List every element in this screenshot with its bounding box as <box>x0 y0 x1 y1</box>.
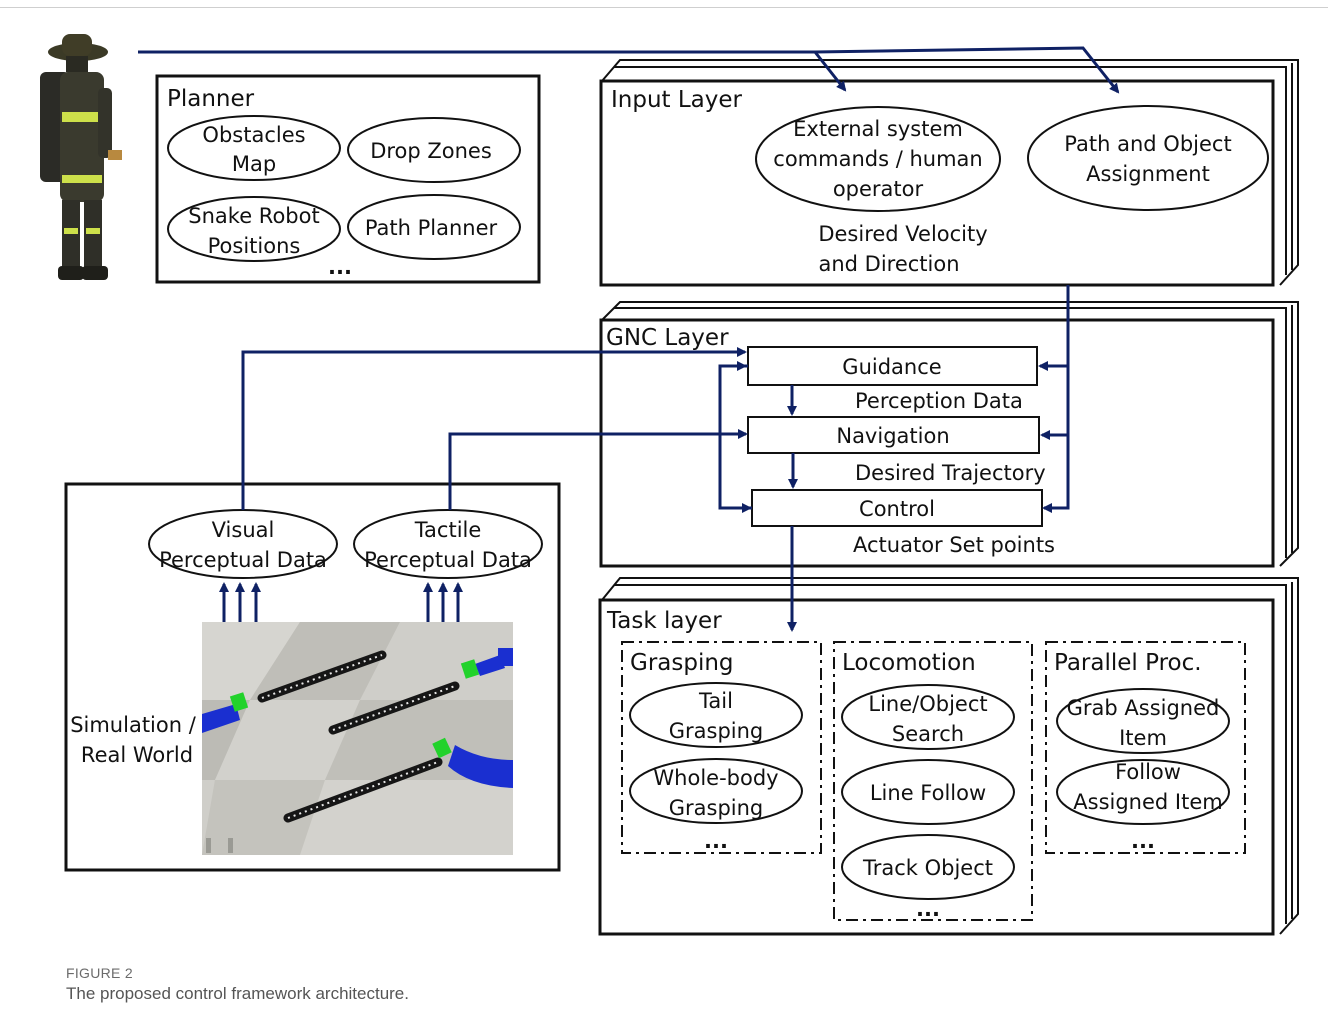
whole-body-line2: Grasping <box>669 796 764 820</box>
navigation-label: Navigation <box>836 424 949 448</box>
drop-zones-label: Drop Zones <box>370 139 492 163</box>
input-layer-title: Input Layer <box>611 87 743 113</box>
arrow-visual-guidance <box>241 347 747 510</box>
parallel-title: Parallel Proc. <box>1054 650 1202 676</box>
perception-data-label: Perception Data <box>855 389 1023 413</box>
assignment-line2: Assignment <box>1086 162 1210 186</box>
line-search-line2: Search <box>892 722 964 746</box>
external-line2: commands / human <box>773 147 982 171</box>
figure-caption: The proposed control framework architect… <box>66 984 409 1003</box>
desired-trajectory-label: Desired Trajectory <box>855 461 1046 485</box>
follow-line1: Follow <box>1115 760 1181 784</box>
snake-robot-line1: Snake Robot <box>188 204 319 228</box>
world-box: Visual Perceptual Data Tactile Perceptua… <box>64 482 561 872</box>
external-line1: External system <box>793 117 963 141</box>
arrow-tactile-navigation <box>448 429 748 510</box>
guidance-label: Guidance <box>842 355 941 379</box>
grab-line2: Item <box>1119 726 1167 750</box>
visual-line2: Perceptual Data <box>159 548 327 572</box>
desired-line1: Desired Velocity <box>818 222 987 246</box>
sim-line2: Real World <box>81 743 193 767</box>
gnc-layer-box: GNC Layer Guidance Perception Data Navig… <box>599 301 1299 568</box>
assignment-line1: Path and Object <box>1064 132 1231 156</box>
line-follow-label: Line Follow <box>870 781 986 805</box>
tail-grasp-line1: Tail <box>698 689 733 713</box>
arrow-operator-assignment <box>814 46 1120 94</box>
tactile-line2: Perceptual Data <box>364 548 532 572</box>
arrow-input-control <box>1042 285 1070 513</box>
planner-title: Planner <box>167 86 255 112</box>
gnc-layer-title: GNC Layer <box>606 325 729 351</box>
tactile-line1: Tactile <box>414 518 482 542</box>
task-layer-title: Task layer <box>606 608 722 634</box>
figure-label: FIGURE 2 <box>66 965 133 981</box>
locomotion-title: Locomotion <box>842 650 976 676</box>
planner-box: Planner Obstacles Map Drop Zones Snake R… <box>155 74 541 284</box>
actuator-label: Actuator Set points <box>853 533 1055 557</box>
external-line3: operator <box>833 177 924 201</box>
grasping-title: Grasping <box>630 650 734 676</box>
visual-line1: Visual <box>212 518 275 542</box>
snake-robot-line2: Positions <box>208 234 301 258</box>
sim-line1: Simulation / <box>70 713 197 737</box>
line-search-line1: Line/Object <box>868 692 987 716</box>
operator-figure <box>40 34 122 280</box>
planner-more: ... <box>328 255 352 279</box>
desired-line2: and Direction <box>818 252 959 276</box>
grab-line1: Grab Assigned <box>1067 696 1220 720</box>
track-object-label: Track Object <box>862 856 993 880</box>
tail-grasp-line2: Grasping <box>669 719 764 743</box>
grasping-more: ... <box>704 829 728 853</box>
obstacles-map-line2: Map <box>232 152 276 176</box>
top-rule <box>0 7 1328 8</box>
input-layer-box: Input Layer External system commands / h… <box>599 59 1299 287</box>
obstacles-map-line1: Obstacles <box>202 123 305 147</box>
whole-body-line1: Whole-body <box>653 766 778 790</box>
control-label: Control <box>859 497 935 521</box>
parallel-more: ... <box>1131 829 1155 853</box>
architecture-diagram: Planner Obstacles Map Drop Zones Snake R… <box>40 34 1299 936</box>
connectors <box>138 46 1120 632</box>
follow-line2: Assigned Item <box>1073 790 1222 814</box>
arrow-control-guidance <box>718 361 752 510</box>
path-planner-label: Path Planner <box>365 216 498 240</box>
task-layer-box: Task layer Grasping Tail Grasping Whole-… <box>598 577 1299 936</box>
locomotion-more: ... <box>916 897 940 921</box>
simulation-image <box>202 622 513 855</box>
